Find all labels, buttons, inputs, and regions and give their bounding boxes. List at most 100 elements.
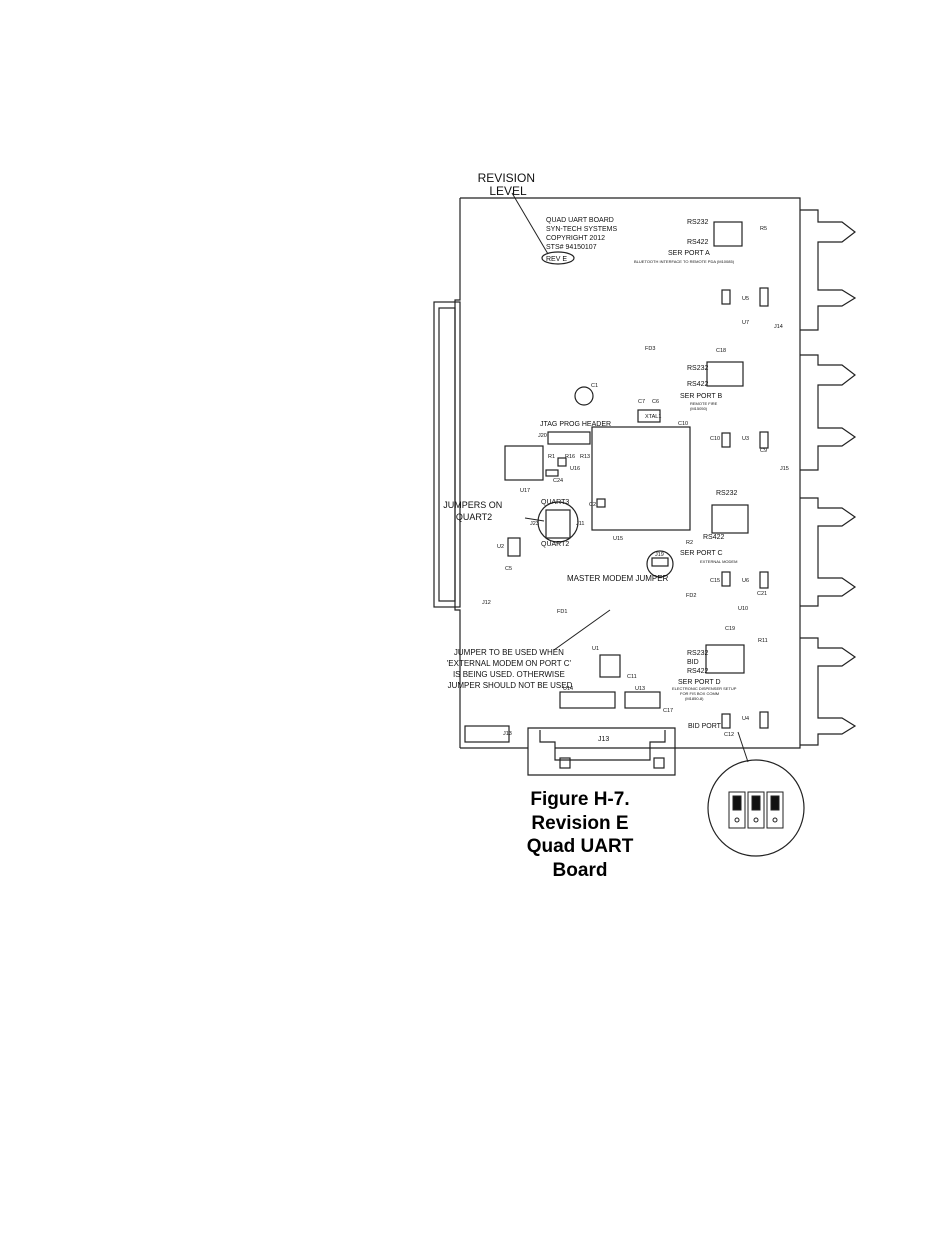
master-modem-jumper-circle — [646, 550, 674, 578]
u5-label: U5 — [742, 296, 749, 302]
silk-2: SYN-TECH SYSTEMS — [546, 226, 618, 233]
caption-line-4: Board — [552, 859, 608, 881]
u14-label: U14 — [563, 686, 573, 692]
r5-label: R5 — [760, 226, 767, 232]
j20-label: J20 — [538, 433, 547, 439]
rs232-a: RS232 — [687, 219, 709, 226]
svg-text:QUAD UART BOARD SYN-TECH S: QUAD UART BOARD SYN-TECH SYSTEMS COPYRIG… — [546, 217, 619, 263]
ser-port-d: SER PORT D — [678, 679, 721, 686]
c1-label: C1 — [591, 383, 598, 389]
rs422-c: RS422 — [703, 534, 725, 541]
jumper-detail-circle — [707, 759, 805, 857]
j12-label: J12 — [482, 600, 491, 606]
c11-label: C11 — [627, 674, 637, 680]
u16-label: U16 — [570, 466, 580, 472]
j14-label: J14 — [774, 324, 783, 330]
j19-label: J19 — [655, 552, 664, 558]
jumper-note-4: JUMPER SHOULD NOT BE USED — [448, 681, 573, 690]
c1-capacitor — [574, 386, 594, 406]
j13-connector — [527, 727, 676, 776]
u7-label: U7 — [742, 320, 749, 326]
c9-label: C9 — [760, 448, 767, 454]
u10-label: U10 — [738, 606, 748, 612]
u13-label: U13 — [635, 686, 645, 692]
ser-port-d-note-1: ELECTRONIC DISPENSER SETUP — [672, 686, 737, 691]
c10b-label: C10 — [710, 436, 720, 442]
jumper-note-3: IS BEING USED. OTHERWISE — [453, 670, 565, 679]
u2-label: U2 — [497, 544, 504, 550]
rs422-a: RS422 — [687, 239, 709, 246]
silk-4: STS# 94150107 — [546, 244, 597, 251]
quart2-label: QUART2 — [541, 541, 569, 548]
figure-caption: Figure H-7. Revision E Quad UART Board — [500, 788, 660, 882]
ser-port-b: SER PORT B — [680, 393, 722, 400]
ser-port-d-note-2: FOR FIS BOX COMM — [680, 691, 719, 696]
r16-label: R16 — [565, 454, 575, 460]
jtag-label: JTAG PROG HEADER — [540, 421, 611, 428]
j11-label: J11 — [576, 521, 584, 527]
r13-label: R13 — [580, 454, 590, 460]
quart2-annotation: QUART2 — [456, 512, 492, 522]
rs232-b: RS232 — [687, 365, 709, 372]
rs232-c: RS232 — [716, 490, 738, 497]
master-modem-jumper-label: MASTER MODEM JUMPER — [567, 574, 669, 583]
svg-text:JUMPERS ON QUART2: JUMPERS ON QUART2 — [443, 500, 505, 522]
c19-label: C19 — [725, 626, 735, 632]
ser-port-c-note: EXTERNAL MODEM — [700, 559, 737, 564]
c21-label: C21 — [757, 591, 767, 597]
c17-label: C17 — [663, 708, 673, 714]
silk-3: COPYRIGHT 2012 — [546, 235, 605, 242]
rs422-b: RS422 — [687, 381, 709, 388]
u4-label: U4 — [742, 716, 749, 722]
ser-port-d-note-3: (M1850-8) — [685, 696, 704, 701]
r2-label: R2 — [686, 540, 693, 546]
c24-label: C24 — [553, 478, 563, 484]
ser-port-c: SER PORT C — [680, 550, 723, 557]
c15-label: C15 — [710, 578, 720, 584]
fd1-label: FD1 — [557, 609, 567, 615]
c6-label: C6 — [652, 399, 659, 405]
u17-chip — [504, 445, 544, 481]
bid-port: BID PORT — [688, 723, 722, 730]
right-connectors — [800, 209, 857, 746]
caption-line-3: Quad UART — [526, 836, 634, 857]
c7-label: C7 — [638, 399, 645, 405]
jumpers-on-label: JUMPERS ON — [443, 500, 502, 510]
xtal1-label: XTAL1 — [645, 414, 661, 420]
jumper-detail — [728, 791, 784, 829]
jtag-header — [547, 431, 591, 445]
revision-label-2: LEVEL — [489, 184, 527, 198]
u17-label: U17 — [520, 488, 530, 494]
svg-text:REVISION LEVEL: REVISION LEVEL — [478, 171, 539, 198]
u16-chip — [591, 426, 691, 531]
u15-label: U15 — [613, 536, 623, 542]
j13-label: J13 — [503, 731, 512, 737]
fd3-label: FD3 — [645, 346, 655, 352]
silk-5: REV E — [546, 256, 567, 263]
j12-connector — [433, 301, 461, 608]
u6-label: U6 — [742, 578, 749, 584]
quart-jumpers — [545, 509, 571, 539]
fd2-label: FD2 — [686, 593, 696, 599]
quart3-label: QUART3 — [541, 499, 569, 506]
j13-center-label: J13 — [598, 736, 609, 743]
caption-line-1: Figure H-7. — [530, 789, 630, 810]
revision-label: REVISION — [478, 171, 535, 185]
svg-text:JUMPER TO BE USED WHEN 'EX: JUMPER TO BE USED WHEN 'EXTERNAL MODEM O… — [447, 648, 574, 690]
r1-label: R1 — [548, 454, 555, 460]
c12-label: C12 — [724, 732, 734, 738]
jumper-note-2: 'EXTERNAL MODEM ON PORT C' — [447, 659, 572, 668]
bid-d: BID — [687, 659, 699, 666]
rs232-d: RS232 — [687, 650, 709, 657]
c18-label: C18 — [716, 348, 726, 354]
j15-label: J15 — [780, 466, 789, 472]
ser-port-a-note: BLUETOOTH INTERFACE TO REMOTE PDA (M1008… — [634, 259, 735, 264]
board-outline — [460, 197, 801, 749]
caption-line-2: Revision E — [531, 812, 629, 834]
ser-port-b-note-2: (M15050) — [690, 406, 708, 411]
r11-label: R11 — [758, 638, 768, 644]
jumper-note-1: JUMPER TO BE USED WHEN — [454, 648, 564, 657]
u1-label: U1 — [592, 646, 599, 652]
j23-label: J23 — [530, 521, 539, 527]
